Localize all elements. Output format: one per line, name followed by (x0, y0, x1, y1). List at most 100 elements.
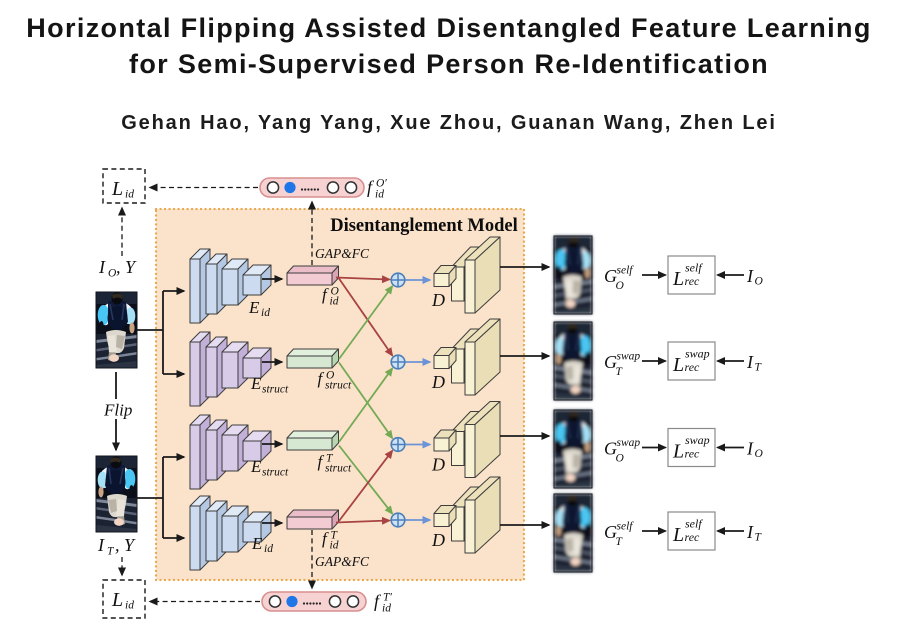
loss-rec-4-sub: rec (685, 530, 701, 544)
loss-rec-2-base: L (672, 354, 684, 376)
capsule-fid-o (259, 177, 365, 198)
output-image-2 (553, 321, 593, 401)
decoder-4-slab-1 (433, 505, 457, 527)
input-label-it-rest: , Y (115, 535, 136, 555)
flip-label: Flip (103, 401, 132, 420)
encoder-struct-bottom-label-base: E (250, 457, 262, 476)
decoder-3-slab-3 (464, 401, 501, 478)
gen-label-4-sup: self (617, 521, 635, 533)
paper-authors: Gehan Hao, Yang Yang, Xue Zhou, Guanan W… (121, 112, 777, 134)
decoder-label-1: D (431, 290, 445, 310)
loss-id-bottom-base: L (111, 589, 123, 611)
loss-rec-box-3 (667, 427, 716, 468)
feature-label-fstruct-t-base: f (318, 452, 325, 471)
paper-title-line2: for Semi-Supervised Person Re-Identifica… (128, 49, 770, 79)
input-label-it-sub: T (107, 546, 115, 558)
decoder-label-2: D (431, 372, 445, 392)
arrow-fid-o-plus1 (335, 275, 391, 284)
feature-label-fstruct-o-sup: O (326, 370, 335, 382)
loss-rec-3-base: L (672, 441, 684, 463)
encoder-id-bottom-label-base: E (251, 534, 263, 553)
input-label-io-sub: O (108, 268, 117, 280)
feature-label-fid-t-sup: T (331, 530, 339, 542)
encoder-struct-top-label-sub: struct (262, 384, 289, 396)
input-image-it (95, 455, 138, 533)
gen-label-1-base: G (604, 266, 617, 286)
loss-id-top-sub: id (125, 189, 134, 201)
input-ref-1-sub: O (755, 276, 764, 288)
gapfc-bottom-label: GAP&FC (315, 554, 370, 569)
encoder-id-top-slab-4 (242, 264, 272, 296)
output-image-1 (553, 235, 593, 315)
arrow-fid-o-plus2 (338, 277, 394, 357)
gen-label-1-sup: self (617, 265, 635, 277)
gen-label-1-sub: O (616, 280, 625, 292)
input-ref-2-sub: T (755, 362, 763, 374)
plus-node-1 (390, 272, 406, 288)
gen-label-2-base: G (604, 352, 617, 372)
feature-label-fstruct-o-base: f (318, 369, 325, 388)
input-label-io-base: I (98, 257, 106, 277)
paper-header: Horizontal Flipping Assisted Disentangle… (0, 0, 898, 135)
encoder-struct-bottom-slab-4 (242, 430, 272, 462)
encoder-id-top-slab-3 (221, 258, 249, 306)
capsule-bottom-label-sup: T′ (383, 592, 392, 604)
input-label-it-base: I (97, 535, 105, 555)
encoder-id-bottom-label-sub: id (264, 543, 273, 555)
encoder-id-bottom-slab-4 (242, 511, 272, 543)
capsule-bottom-label-sub: id (382, 603, 391, 615)
loss-id-bottom-sub: id (125, 600, 134, 612)
decoder-2-slab-1 (433, 347, 457, 369)
encoder-struct-top-slab-4 (242, 347, 272, 379)
feature-box-fstruct-o (286, 348, 339, 369)
gapfc-top-label: GAP&FC (315, 246, 370, 261)
loss-rec-3-sup: swap (685, 433, 710, 447)
feature-label-fid-o-base: f (322, 285, 329, 304)
input-image-io (95, 291, 138, 369)
input-ref-3-base: I (746, 439, 754, 459)
capsule-top-label-sup: O′ (376, 178, 387, 190)
loss-rec-box-1 (667, 255, 716, 295)
loss-id-top-base: L (111, 178, 123, 200)
loss-rec-2-sub: rec (685, 360, 701, 374)
feature-label-fid-o-sub: id (330, 296, 339, 308)
loss-rec-2-sup: swap (685, 347, 710, 361)
gen-label-2-sub: T (616, 366, 624, 378)
capsule-bottom-label-base: f (374, 591, 382, 611)
input-label-io-rest: , Y (116, 257, 137, 277)
arrow-fstruct-t-plus4 (338, 444, 394, 515)
loss-rec-box-2 (667, 341, 716, 381)
feature-label-fstruct-o-sub: struct (325, 380, 352, 392)
input-ref-4-base: I (746, 522, 754, 542)
decoder-1-slab-3 (464, 236, 501, 314)
arrow-fid-t-plus3 (338, 449, 394, 522)
output-image-3 (553, 409, 593, 489)
plus-node-2 (390, 354, 406, 370)
arrow-fid-t-plus4 (335, 516, 391, 525)
decoder-3-slab-1 (433, 429, 457, 452)
loss-rec-4-sup: self (685, 517, 703, 531)
input-ref-4-sub: T (755, 532, 763, 544)
loss-rec-4-base: L (672, 524, 684, 546)
gen-label-3-sub: O (616, 453, 625, 465)
gen-label-2-sup: swap (617, 351, 641, 363)
decoder-1-slab-1 (433, 265, 457, 287)
capsule-top-label-base: f (367, 177, 375, 197)
input-ref-3-sub: O (755, 448, 764, 460)
gen-label-3-sup: swap (617, 437, 641, 449)
arrow-fstruct-t-plus2 (338, 367, 394, 443)
decoder-label-3: D (431, 455, 445, 475)
plus-node-3 (390, 436, 406, 453)
gen-label-4-base: G (604, 522, 617, 542)
decoder-label-4: D (431, 530, 445, 550)
panel-title: Disentanglement Model (330, 216, 518, 236)
input-ref-1-base: I (746, 266, 754, 286)
input-ref-2-base: I (746, 352, 754, 372)
gen-label-3-base: G (604, 439, 617, 459)
encoder-id-top-label-sub: id (261, 307, 270, 319)
loss-rec-3-sub: rec (685, 447, 701, 461)
encoder-id-top-label-base: E (248, 298, 260, 317)
arrow-fstruct-o-plus1 (338, 284, 394, 360)
loss-id-box-bottom (102, 579, 146, 619)
